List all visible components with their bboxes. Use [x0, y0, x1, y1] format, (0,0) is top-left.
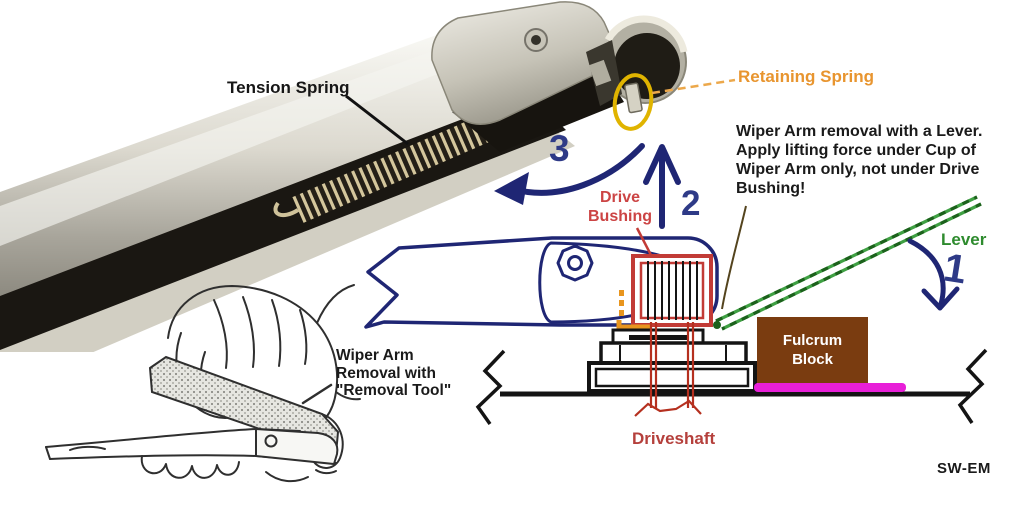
drawn-wiper-arm-bottom [49, 454, 337, 464]
bushing-orange-marks [616, 290, 650, 330]
cowl-panel-line [475, 348, 988, 426]
driveshaft-label: Driveshaft [632, 429, 716, 448]
removal-tool-note: Wiper Arm Removal with "Removal Tool" [336, 347, 451, 400]
step-number-2: 2 [681, 184, 701, 223]
drive-bushing-label-line: Drive [599, 189, 641, 206]
pivot-bolt-hex [556, 244, 594, 282]
drive-bushing-label: Drive Bushing [565, 188, 675, 226]
lever-label: Lever [941, 230, 987, 249]
drawn-wiper-arm-top [45, 427, 301, 448]
lever-line [713, 195, 982, 331]
lever-note-line: Apply lifting force under Cup of [736, 142, 976, 159]
driveshaft-lines [634, 322, 702, 417]
retaining-spring-clip [624, 82, 643, 114]
retaining-spring-label: Retaining Spring [738, 67, 874, 86]
lever-note-line: Wiper Arm only, not under Drive [736, 161, 980, 178]
retaining-spring-leader [651, 78, 736, 95]
drive-bushing-label-line: Bushing [588, 208, 652, 225]
drive-bushing-figure [631, 227, 713, 327]
removal-note-line: "Removal Tool" [336, 382, 452, 399]
tension-spring-leader [345, 94, 409, 146]
lever-note-leader [721, 205, 747, 310]
lever-note-line: Bushing! [736, 180, 806, 197]
removal-note-line: Wiper Arm [336, 347, 414, 364]
fulcrum-block: Fulcrum Block [757, 317, 868, 383]
photo-arm-highlight [0, 44, 468, 246]
step-arrows [494, 143, 960, 311]
lever-method-note: Wiper Arm removal with a Lever. Apply li… [736, 122, 982, 198]
curved-arrow-step3 [494, 143, 645, 205]
photo-arm-shaft [0, 28, 528, 296]
tension-spring-label: Tension Spring [227, 78, 350, 97]
up-arrow-step2 [643, 144, 681, 229]
lever-arrow-step1 [907, 238, 960, 311]
fulcrum-pad [754, 383, 906, 392]
retaining-spring-highlight [612, 73, 654, 131]
sw-em-watermark: SW-EM [937, 460, 991, 477]
removal-tool-drawing [45, 284, 361, 483]
driveshaft-mount-stack [587, 328, 757, 393]
fulcrum-block-label-line: Fulcrum [782, 332, 843, 349]
wiper-arm-photo [0, 1, 688, 352]
photo-head-shadow [452, 70, 624, 152]
lever-note-line: Wiper Arm removal with a Lever. [736, 123, 983, 140]
drive-bushing-leader [635, 227, 654, 258]
pivot-screw-socket [531, 35, 541, 45]
removal-note-line: Removal with [336, 364, 436, 382]
step-number-3: 3 [549, 128, 570, 169]
hand-palm-outline [167, 284, 339, 432]
fulcrum-block-label-line: Block [792, 351, 833, 368]
fingers-under-arm [140, 455, 240, 479]
removal-note-leader [301, 383, 333, 405]
removal-tool-hook [313, 413, 344, 469]
